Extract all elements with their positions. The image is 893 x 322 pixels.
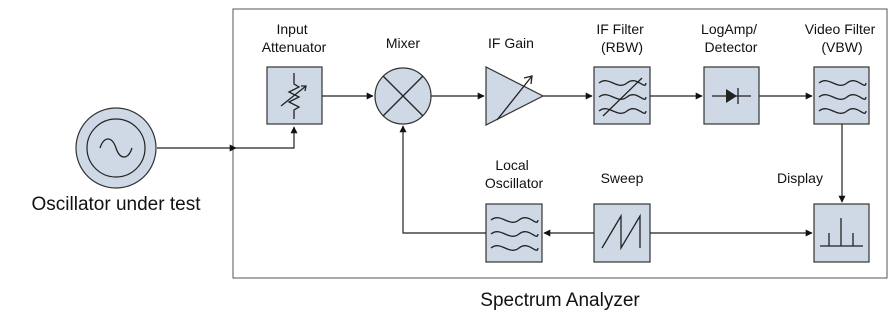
oscillator-label: Oscillator under test xyxy=(32,194,202,215)
video-filter-label-line1: Video Filter xyxy=(805,21,876,37)
mixer-x-icon xyxy=(382,75,424,117)
local-oscillator-label: Local Oscillator xyxy=(485,157,544,191)
local-oscillator-block xyxy=(485,203,543,263)
attenuator-label-line1: Input xyxy=(276,21,307,37)
variable-gain-arrow-icon xyxy=(496,75,533,121)
if-filter-block xyxy=(593,66,651,125)
display-block xyxy=(813,203,870,263)
if-filter-label: IF Filter (RBW) xyxy=(596,21,647,55)
analyzer-label: Spectrum Analyzer xyxy=(480,290,640,311)
if-gain-block xyxy=(485,66,545,126)
wire-local-oscillator-to-mixer xyxy=(399,125,486,234)
sweep-block xyxy=(593,203,651,263)
if-filter-label-line2: (RBW) xyxy=(601,39,643,55)
wire-to-attenuator xyxy=(236,126,298,149)
spectrum-display-icon xyxy=(820,218,863,247)
display-label: Display xyxy=(777,170,823,186)
sine-wave-icon xyxy=(99,138,133,158)
video-filter-label: Video Filter (VBW) xyxy=(805,21,879,55)
logamp-label: LogAmp/ Detector xyxy=(701,21,761,55)
if-gain-label: IF Gain xyxy=(488,35,534,51)
mixer-block xyxy=(374,67,432,125)
filter-waves-icon xyxy=(598,77,647,117)
sawtooth-icon xyxy=(601,213,641,251)
filter-waves-icon xyxy=(490,217,539,251)
attenuator-block xyxy=(266,66,323,125)
logamp-label-line1: LogAmp/ xyxy=(701,21,757,37)
local-oscillator-label-line1: Local xyxy=(495,157,528,173)
mixer-label: Mixer xyxy=(386,35,421,51)
diode-icon xyxy=(712,88,751,104)
logamp-label-line2: Detector xyxy=(705,39,758,55)
attenuator-label: Input Attenuator xyxy=(262,21,327,55)
signal-wires xyxy=(157,92,846,237)
video-filter-label-line2: (VBW) xyxy=(821,39,862,55)
oscillator-source xyxy=(75,107,157,189)
filter-waves-icon xyxy=(818,80,867,114)
sweep-label: Sweep xyxy=(601,170,644,186)
analyzer-enclosure xyxy=(232,8,888,279)
resistor-icon xyxy=(280,73,307,119)
oscillator-inner-ring xyxy=(86,118,146,178)
attenuator-label-line2: Attenuator xyxy=(262,39,327,55)
local-oscillator-label-line2: Oscillator xyxy=(485,175,544,191)
video-filter-block xyxy=(813,66,870,125)
logamp-detector-block xyxy=(703,66,760,125)
if-filter-label-line1: IF Filter xyxy=(596,21,644,37)
